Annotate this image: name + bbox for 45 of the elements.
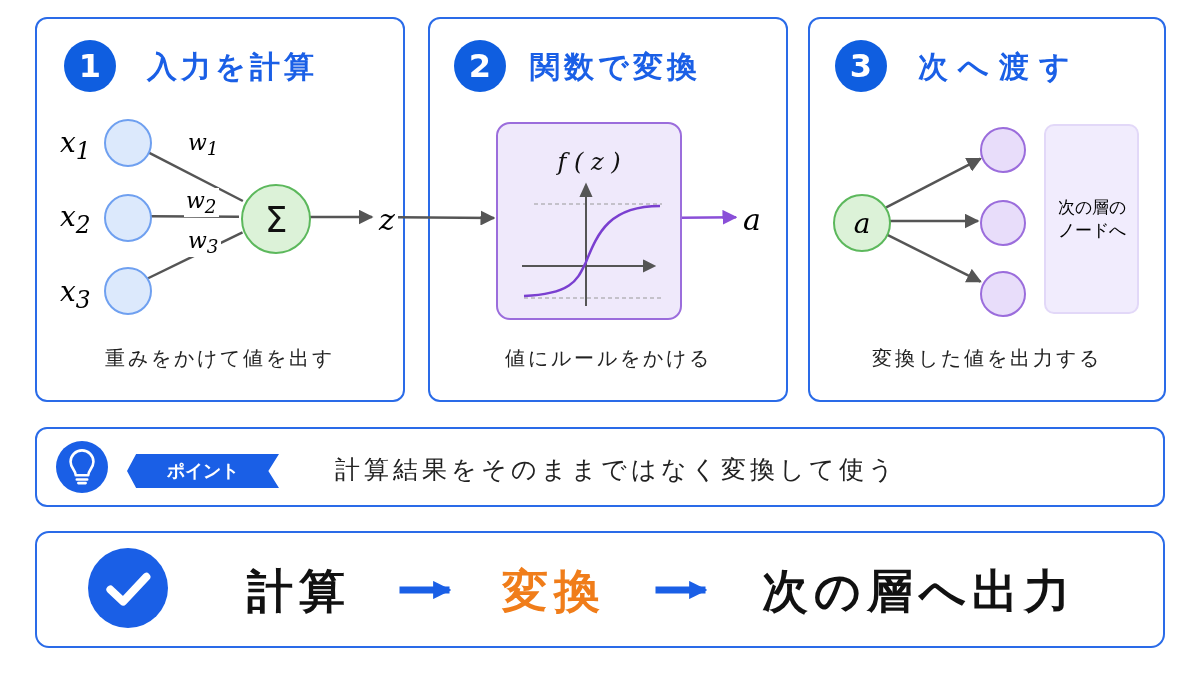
step-title: 関数で変換: [530, 48, 701, 86]
arrow: [309, 209, 374, 225]
arrow: [680, 209, 738, 225]
summary-word: 計算: [242, 560, 356, 624]
summary-panel: [35, 531, 1165, 648]
output-node-circle: a: [833, 194, 891, 252]
step-number-badge: 1: [64, 40, 116, 92]
arrow: [398, 210, 496, 226]
step-number-badge: 3: [835, 40, 887, 92]
arrow: [655, 580, 708, 600]
arrow: [885, 232, 982, 283]
next-layer-box: 次の層のノードへ: [1044, 124, 1139, 314]
variable-label: z: [374, 200, 400, 238]
step-caption: 変換した値を出力する: [871, 345, 1103, 372]
next-node-circle: [980, 127, 1026, 173]
sum-node-circle: Σ: [241, 184, 311, 254]
input-node-circle: [104, 119, 152, 167]
step-title: 次へ渡す: [918, 48, 1080, 86]
arrow: [889, 213, 980, 229]
step-title: 入力を計算: [147, 48, 318, 86]
arrow: [399, 580, 452, 600]
step-caption: 値にルールをかける: [503, 345, 713, 372]
connector-line: [150, 214, 239, 218]
tip-tag: ポイント: [127, 454, 279, 488]
variable-label: a: [738, 200, 766, 238]
summary-word: 変換: [497, 560, 611, 624]
next-node-circle: [980, 200, 1026, 246]
tip-text: 計算結果をそのままではなく変換して使う: [335, 454, 898, 486]
input-node-circle: [104, 267, 152, 315]
next-node-circle: [980, 271, 1026, 317]
variable-label: x$_{2}$: [60, 200, 91, 239]
variable-label: x$_{1}$: [60, 126, 91, 165]
step-panel: [35, 17, 405, 402]
function-box: [496, 122, 682, 320]
function-label: f ( z ): [557, 148, 621, 176]
edge-label: w$_{2}$: [184, 188, 219, 218]
input-node-circle: [104, 194, 152, 242]
step-panel: [808, 17, 1166, 402]
step-number-badge: 2: [454, 40, 506, 92]
arrow: [885, 157, 982, 209]
step-caption: 重みをかけて値を出す: [104, 345, 336, 372]
tip-panel: [35, 427, 1165, 507]
variable-label: x$_{3}$: [60, 275, 91, 314]
summary-word: 次の層へ出力: [754, 560, 1084, 624]
step-panel: [428, 17, 788, 402]
